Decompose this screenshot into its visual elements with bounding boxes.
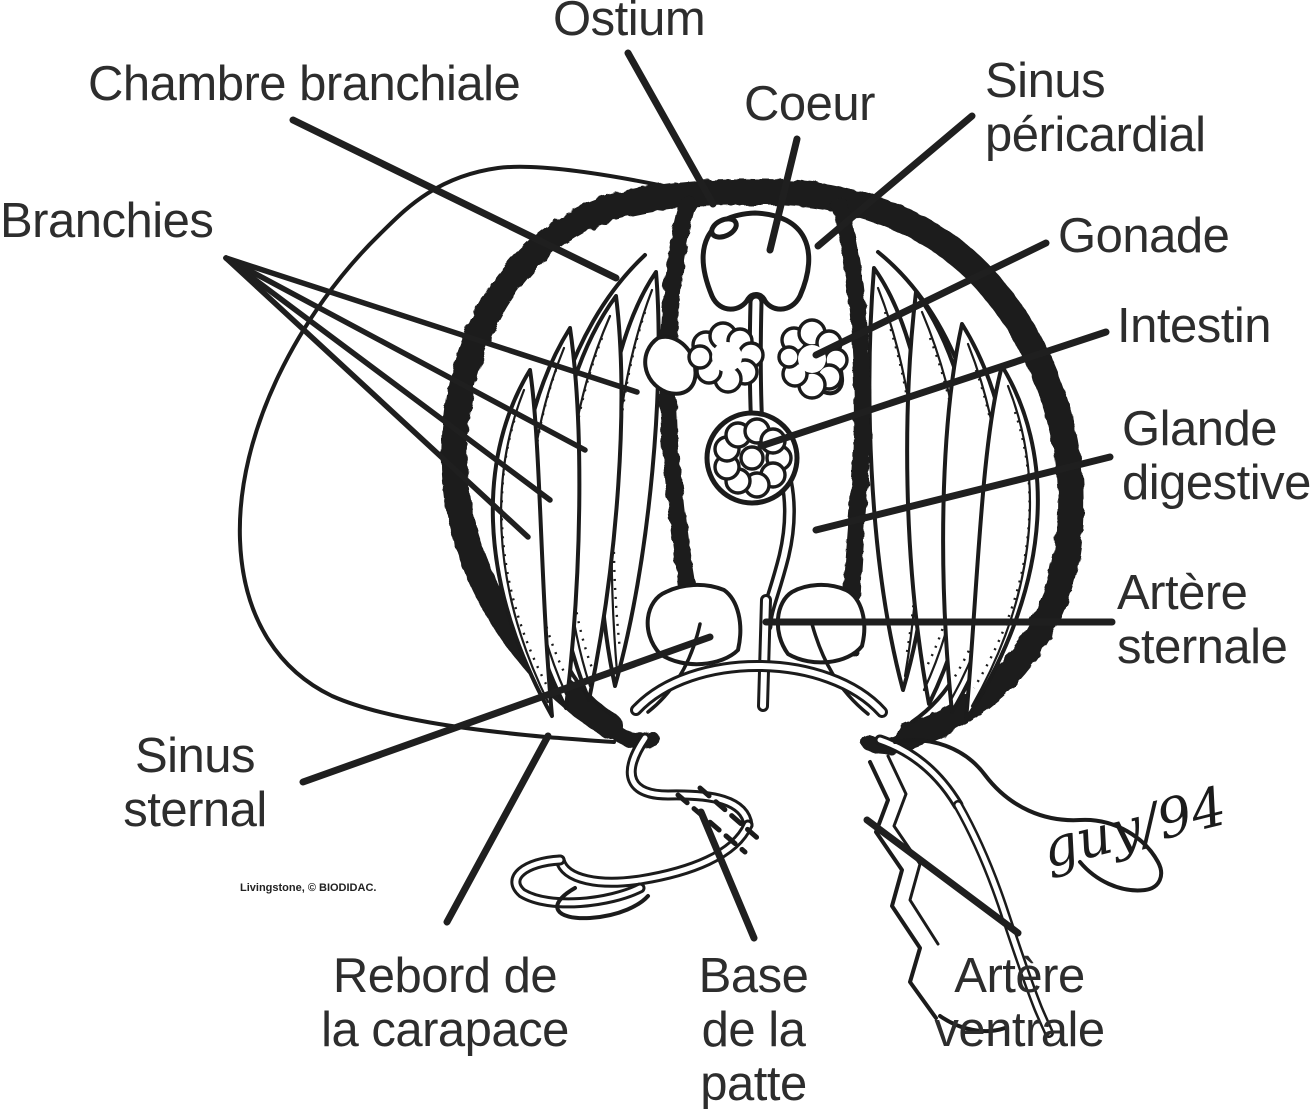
leader-sinus-pericardial xyxy=(814,112,976,250)
right-leg xyxy=(868,734,1164,1038)
label-sinus-pericardial: Sinus péricardial xyxy=(985,54,1206,162)
label-intestin: Intestin xyxy=(1117,299,1271,353)
left-accessory-blob xyxy=(643,334,698,396)
label-artere-sternale: Artère sternale xyxy=(1117,566,1288,674)
leader-branchies-3 xyxy=(223,255,553,503)
sternal-sinus-chamber-left xyxy=(645,583,743,667)
label-sinus-sternal: Sinus sternal xyxy=(123,729,267,837)
artist-signature: guy/94 xyxy=(1036,774,1232,880)
leader-base-patte xyxy=(697,808,758,942)
leader-sinus-sternal xyxy=(299,633,714,786)
leader-coeur xyxy=(766,135,801,254)
leader-branchies-2 xyxy=(223,255,588,453)
leader-intestin xyxy=(757,328,1110,450)
label-coeur: Coeur xyxy=(744,77,875,131)
intestine-rosette xyxy=(704,410,800,506)
leader-ostium xyxy=(624,49,717,208)
leader-lines xyxy=(223,49,1116,942)
carapace-edge-outline xyxy=(237,164,717,744)
leader-branchies-1 xyxy=(223,255,640,395)
label-glande-digestive: Glande digestive xyxy=(1122,402,1311,510)
gonad-left xyxy=(687,321,765,394)
label-gonade: Gonade xyxy=(1058,209,1230,263)
leader-glande-digestive xyxy=(812,453,1114,534)
attribution-credit: Livingstone, © BIODIDAC. xyxy=(240,882,377,894)
ostium-opening xyxy=(709,216,739,240)
leader-artere-ventrale xyxy=(863,816,1022,937)
left-leg xyxy=(510,732,765,921)
leader-chambre-branchiale xyxy=(289,116,620,282)
label-base-patte: Base de la patte xyxy=(698,949,809,1109)
label-ostium: Ostium xyxy=(553,0,706,46)
label-rebord-carapace: Rebord de la carapace xyxy=(321,949,569,1057)
gonad-right xyxy=(777,318,849,400)
label-chambre-branchiale: Chambre branchiale xyxy=(88,57,521,111)
leader-branchies-4 xyxy=(223,255,531,540)
label-branchies: Branchies xyxy=(0,194,214,248)
leader-gonade xyxy=(812,239,1050,359)
label-artere-ventrale: Artère ventrale xyxy=(934,949,1105,1057)
ventral-artery-line xyxy=(868,760,938,1020)
leader-rebord-carapace xyxy=(443,732,552,926)
